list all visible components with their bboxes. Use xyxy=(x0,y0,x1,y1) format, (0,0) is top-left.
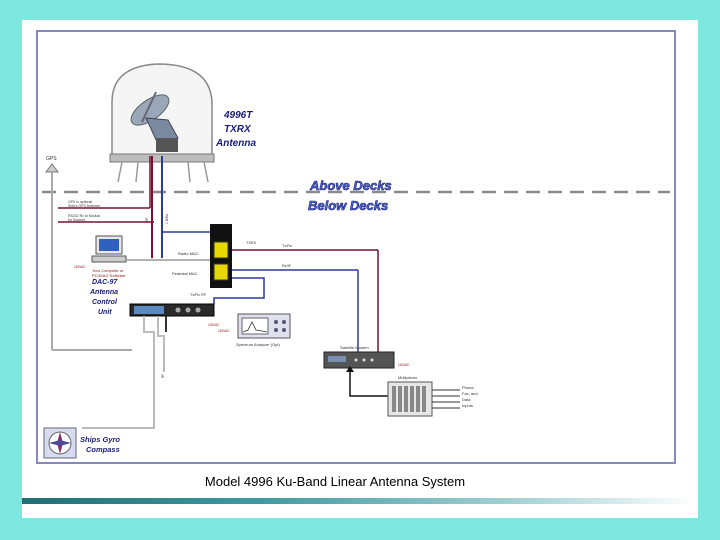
tx-lower-cable xyxy=(213,277,265,304)
rs232-note-1: RS232 Rx to Modulo xyxy=(68,214,100,218)
rf-label-2: 1 MHz xyxy=(165,214,169,224)
acu-label-1: DAC-97 xyxy=(92,279,118,286)
footer-accent-bar xyxy=(22,498,698,504)
acu-label-2: Antenna xyxy=(89,289,118,296)
vac-label-a: 115VAC xyxy=(74,265,86,269)
computer-note-1: Your Computer or xyxy=(92,268,124,273)
antenna-control-unit xyxy=(129,303,215,317)
phone-label-1: Phone, xyxy=(462,385,475,390)
gyro-label-2: Compass xyxy=(86,445,120,454)
tx-lower-label: Tx/Rx RF xyxy=(190,293,207,297)
spectrum-label: Spectrum Analyzer (Opt) xyxy=(236,342,280,347)
above-decks-label: Above Decks xyxy=(309,178,392,193)
txrx-label: TXRX xyxy=(246,241,257,245)
diagram-frame: 4996T TXRX Antenna Above Decks Below Dec… xyxy=(36,30,676,464)
spectrum-analyzer xyxy=(237,313,291,339)
rs232-note-2: for Support xyxy=(68,218,85,222)
gps-label: GPS xyxy=(46,156,57,162)
phone-label-4: Inputs xyxy=(462,403,473,408)
antenna-label-type: TXRX xyxy=(224,124,252,135)
gps-note-1: GPS is optional xyxy=(68,200,92,204)
gps-antenna-icon xyxy=(45,163,59,173)
pedestal-mac-label: Pedestal MAC xyxy=(172,271,198,276)
gyro-cable xyxy=(82,316,155,429)
vac-label-b: 115VAC xyxy=(208,323,220,327)
multiplexer-label: Multiplexer xyxy=(398,375,418,380)
acu-label-4: Unit xyxy=(98,309,112,316)
radio-mac-label: Radio MAC xyxy=(178,251,199,256)
tx-if-label: Tx/Rx xyxy=(282,244,292,248)
rf-label-1: RF xyxy=(145,217,149,222)
modem-cable xyxy=(349,368,388,397)
computer-icon xyxy=(91,235,127,263)
phone-label-3: Data xyxy=(462,397,471,402)
computer-note-2: PC/DIAG Software xyxy=(92,273,126,278)
rx-if-label: Rx/IF xyxy=(282,264,292,268)
slide-caption: Model 4996 Ku-Band Linear Antenna System xyxy=(204,474,466,489)
gyro-compass-icon xyxy=(43,427,77,459)
satellite-modem xyxy=(323,351,395,369)
below-decks-label: Below Decks xyxy=(308,198,388,213)
vac-label-d: 115VAC xyxy=(398,363,410,367)
radio-mac-box xyxy=(213,241,229,259)
vac-label-c: 115VAC xyxy=(218,329,230,333)
acu-label-3: Control xyxy=(92,299,118,306)
pedestal-mac-box xyxy=(213,263,229,281)
multiplexer xyxy=(387,381,433,417)
gps-note-2: Ship's GPS Antenna xyxy=(68,204,100,208)
system-diagram: 4996T TXRX Antenna Above Decks Below Dec… xyxy=(42,63,670,459)
gyro-label-1: Ships Gyro xyxy=(80,435,120,444)
acu-cable-note: RF xyxy=(161,374,165,378)
modem-label: Satellite Modem xyxy=(340,345,369,350)
phone-label-2: Fax, and xyxy=(462,391,478,396)
antenna-label-name: Antenna xyxy=(215,138,256,149)
antenna-label-model: 4996T xyxy=(223,110,253,121)
